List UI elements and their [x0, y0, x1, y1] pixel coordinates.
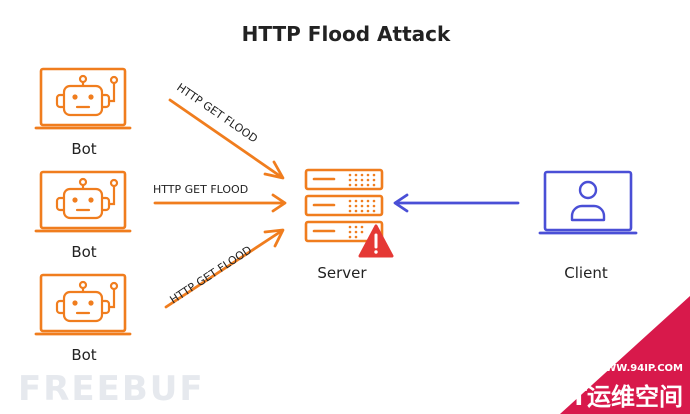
bot-label: Bot [71, 140, 96, 158]
freebuf-watermark: FREEBUF [18, 369, 205, 409]
site-url: WWW.94IP.COM [594, 363, 683, 374]
robot-laptop-icon [34, 273, 132, 336]
attack-arrow-2: HTTP GET FLOOD [153, 183, 287, 213]
user-monitor-icon [538, 170, 638, 235]
client-request-arrow [393, 193, 520, 213]
attack-arrow-3: HTTP GET FLOOD [164, 228, 285, 309]
arrowhead [271, 193, 287, 213]
site-badge: WWW.94IP.COM IT运维空间 [560, 296, 690, 414]
client-label: Client [564, 264, 608, 282]
bot-label: Bot [71, 346, 96, 364]
client-node: Client [538, 170, 638, 282]
arrow-label: HTTP GET FLOOD [153, 183, 248, 196]
bot-node-1: Bot [34, 67, 132, 158]
arrowhead [263, 228, 285, 248]
server-label: Server [317, 264, 367, 282]
attack-arrow-1: HTTP GET FLOOD [168, 81, 285, 180]
site-name: IT运维空间 [562, 383, 683, 411]
robot-laptop-icon [34, 67, 132, 130]
server-rack-icon [304, 168, 384, 243]
robot-laptop-icon [34, 170, 132, 233]
arrow-label: HTTP GET FLOOD [168, 243, 255, 306]
arrow-line [168, 98, 282, 178]
bot-node-2: Bot [34, 170, 132, 261]
server-node: Server [304, 168, 394, 282]
badge-background [560, 296, 690, 414]
arrow-line [164, 230, 282, 309]
arrowhead [263, 160, 285, 180]
arrowhead [393, 193, 409, 213]
bot-node-3: Bot [34, 273, 132, 364]
warning-triangle-icon [358, 224, 394, 258]
diagram-title: HTTP Flood Attack [242, 22, 451, 46]
bot-label: Bot [71, 243, 96, 261]
